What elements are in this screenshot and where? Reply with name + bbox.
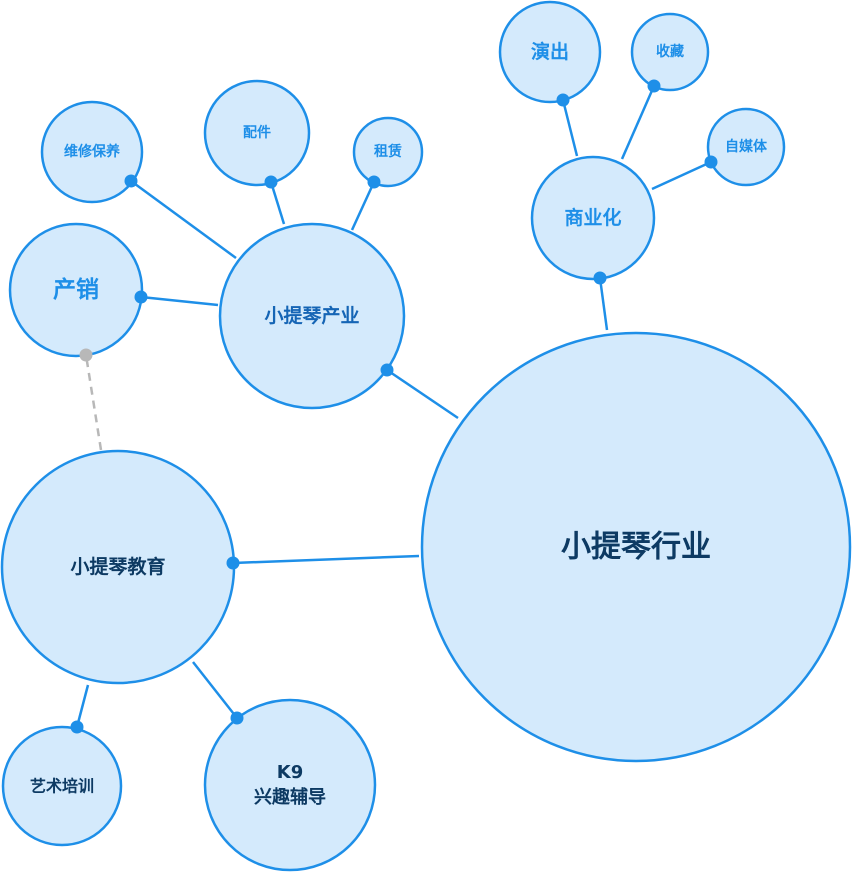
- connector-dot-maintenance: [124, 174, 138, 188]
- node-art-training[interactable]: 艺术培训: [1, 725, 123, 847]
- node-label: 维修保养: [64, 143, 121, 160]
- link-industry_sector-maintenance: [130, 179, 237, 260]
- node-circle: [203, 698, 377, 872]
- node-label: 兴趣辅导: [254, 786, 326, 808]
- connector-dot-sales: [134, 290, 148, 304]
- node-circle: [630, 12, 710, 92]
- connector-dot-performance: [556, 93, 570, 107]
- node-circle: [420, 331, 852, 763]
- node-k9-tutoring[interactable]: K9 兴趣辅导: [203, 698, 377, 872]
- connector-dot-self_media: [704, 155, 718, 169]
- node-circle: [352, 116, 424, 188]
- node-commercial[interactable]: 商业化: [530, 155, 656, 281]
- connector-dot-k9_tutoring: [230, 711, 244, 725]
- node-circle: [1, 725, 123, 847]
- connector-dot-rental: [367, 175, 381, 189]
- link-education-sales: [84, 354, 103, 451]
- node-performance[interactable]: 演出: [498, 0, 602, 104]
- node-sales[interactable]: 产销: [8, 222, 144, 358]
- node-education[interactable]: 小提琴教育: [0, 449, 236, 685]
- connector-dot-education: [226, 556, 240, 570]
- link-commercial-collection: [620, 85, 656, 160]
- link-industry-commercial: [598, 277, 609, 331]
- node-label: 小提琴教育: [70, 555, 165, 578]
- node-label: 小提琴产业: [264, 304, 359, 327]
- connector-dot-collection: [647, 79, 661, 93]
- node-label: 商业化: [564, 206, 621, 229]
- node-rental[interactable]: 租赁: [352, 116, 424, 188]
- connector-dot-commercial: [593, 271, 607, 285]
- node-circle: [40, 100, 144, 204]
- node-label: 配件: [243, 124, 271, 141]
- node-label: 演出: [531, 40, 569, 63]
- node-label: 产销: [53, 276, 99, 303]
- dots-layer: [70, 79, 718, 734]
- link-industry_sector-accessories: [269, 181, 286, 225]
- link-education-art_training: [75, 684, 90, 728]
- node-circle: [530, 155, 656, 281]
- node-circle: [706, 107, 786, 187]
- node-maintenance[interactable]: 维修保养: [40, 100, 144, 204]
- connector-dot-sales: [79, 348, 93, 362]
- connector-dot-industry_sector: [380, 363, 394, 377]
- connector-dot-art_training: [70, 720, 84, 734]
- links-layer: [75, 85, 712, 728]
- node-label: K9: [277, 762, 303, 783]
- node-label: 自媒体: [725, 138, 768, 155]
- node-circle: [203, 79, 311, 187]
- node-self-media[interactable]: 自媒体: [706, 107, 786, 187]
- link-commercial-performance: [561, 99, 579, 157]
- node-label: 收藏: [656, 43, 684, 60]
- node-label: 艺术培训: [30, 777, 94, 796]
- link-education-k9_tutoring: [192, 661, 238, 719]
- node-label: 小提琴行业: [561, 530, 711, 565]
- node-industry-sector[interactable]: 小提琴产业: [218, 222, 406, 410]
- node-industry[interactable]: 小提琴行业: [420, 331, 852, 763]
- link-industry_sector-rental: [350, 181, 376, 231]
- node-collection[interactable]: 收藏: [630, 12, 710, 92]
- node-label: 租赁: [374, 143, 402, 160]
- node-circle: [8, 222, 144, 358]
- link-commercial-self_media: [651, 160, 712, 191]
- link-industry-industry_sector: [386, 368, 459, 420]
- node-circle: [218, 222, 406, 410]
- link-industry_sector-sales: [140, 295, 219, 307]
- node-circle: [498, 0, 602, 104]
- connector-dot-accessories: [264, 175, 278, 189]
- link-industry-education: [232, 554, 420, 565]
- node-accessories[interactable]: 配件: [203, 79, 311, 187]
